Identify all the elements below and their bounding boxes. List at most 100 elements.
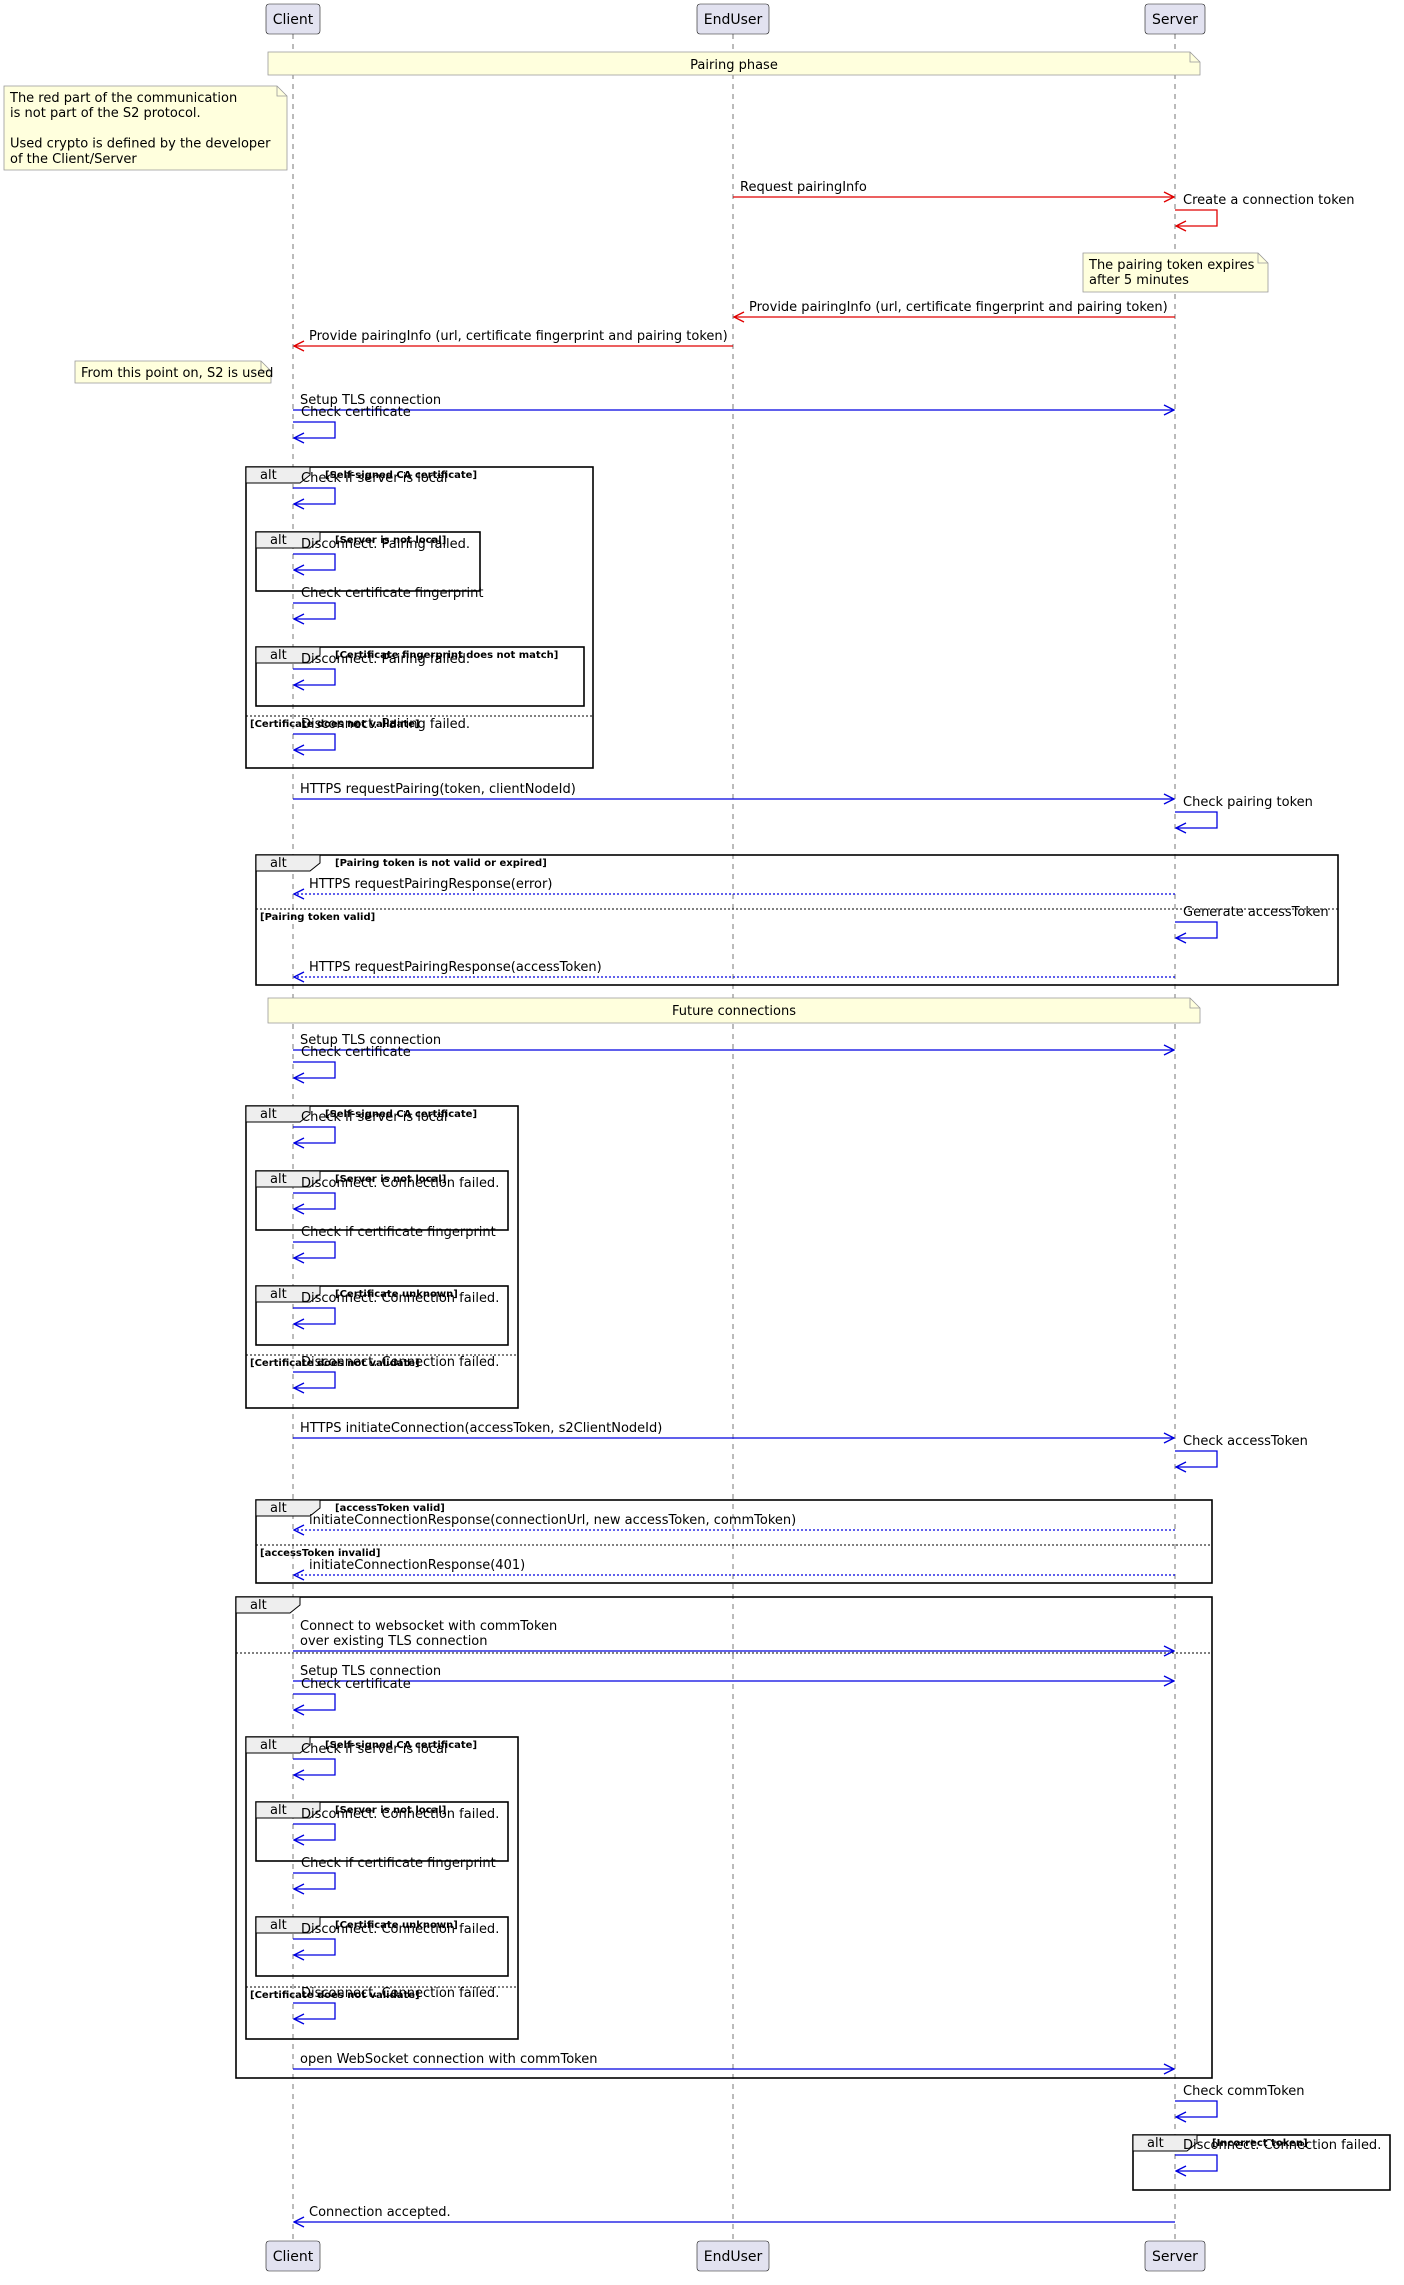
frame-guard: [Certificate fingerprint does not match] — [335, 650, 558, 661]
note-text: Used crypto is defined by the developer — [10, 137, 271, 152]
message-arrow — [293, 1823, 336, 1840]
message: Check certificate — [293, 1045, 411, 1078]
message-label: Check if server is local — [301, 1742, 448, 1757]
message-arrow — [293, 1371, 336, 1388]
message-label: HTTPS requestPairingResponse(accessToken… — [309, 960, 602, 975]
message-label: over existing TLS connection — [300, 1634, 488, 1649]
alt-frame: alt[Self-signed CA certificate][Certific… — [245, 1105, 519, 1409]
message-label: Connection accepted. — [309, 2205, 451, 2220]
note-fold — [1189, 998, 1200, 1009]
frame-tab — [255, 854, 321, 872]
message: Request pairingInfo — [733, 180, 1174, 197]
message-arrow — [293, 1241, 336, 1258]
note-text: after 5 minutes — [1089, 273, 1189, 288]
message: HTTPS requestPairingResponse(accessToken… — [294, 960, 1175, 977]
message: Disconnect. Connection failed. — [293, 1291, 499, 1324]
frame-keyword: alt — [270, 856, 287, 871]
frame-guard: [Certificate unknown] — [335, 1920, 458, 1931]
participant-label: Server — [1152, 12, 1198, 28]
message-label: Disconnect. Connection failed. — [301, 1807, 499, 1822]
message: HTTPS requestPairingResponse(error) — [294, 877, 1175, 894]
frame-keyword: alt — [270, 648, 287, 663]
message-arrow — [293, 2002, 336, 2019]
message: Generate accessToken — [1175, 905, 1329, 938]
participant-box — [265, 2240, 321, 2272]
message: Disconnect. Connection failed. — [293, 1922, 499, 1955]
message-label: Disconnect. Pairing failed. — [301, 717, 470, 732]
note-fold — [260, 361, 271, 372]
frame-keyword: alt — [260, 468, 277, 483]
participant-enduser-top: EndUser — [696, 3, 770, 35]
participant-box — [696, 3, 770, 35]
frame-guard: [Pairing token is not valid or expired] — [335, 858, 547, 869]
participant-box — [696, 2240, 770, 2272]
frame-tab — [255, 646, 321, 664]
frame-keyword: alt — [270, 1501, 287, 1516]
message-label: Disconnect. Connection failed. — [301, 1922, 499, 1937]
participant-client-bottom: Client — [265, 2240, 321, 2272]
alt-frame: alt[Self-signed CA certificate][Certific… — [245, 466, 594, 769]
frame-border — [255, 1499, 1213, 1584]
message-arrow — [293, 1693, 336, 1710]
message-label: Connect to websocket with commToken — [300, 1619, 557, 1634]
message: Create a connection token — [1175, 193, 1355, 226]
frame-border — [245, 1105, 519, 1409]
participant-box — [1144, 2240, 1206, 2272]
message-arrow — [1175, 921, 1218, 938]
message-arrow — [293, 1192, 336, 1209]
alt-frame: alt[Incorrect token] — [1132, 2134, 1391, 2191]
message-arrow — [293, 553, 336, 570]
message-arrow — [1175, 2154, 1218, 2171]
note-box — [74, 360, 272, 384]
alt-frame: alt [Server is not local] — [255, 1170, 509, 1231]
participant-enduser-bottom: EndUser — [696, 2240, 770, 2272]
note-text: The pairing token expires — [1088, 258, 1255, 273]
frame-guard: [Server is not local] — [335, 1805, 446, 1816]
message-label: initiateConnectionResponse(401) — [309, 1558, 525, 1573]
message-label: HTTPS requestPairingResponse(error) — [309, 877, 552, 892]
alt-frame: alt [Pairing token is not valid or expire… — [255, 854, 1339, 986]
message-arrow — [293, 668, 336, 685]
frame-guard: [Incorrect token] — [1212, 2138, 1308, 2149]
participant-box — [1144, 3, 1206, 35]
note: From this point on, S2 is used — [74, 360, 273, 384]
frame-tab — [245, 1736, 311, 1754]
message: Setup TLS connection — [293, 1664, 1174, 1681]
note-fold — [1257, 253, 1268, 264]
message: Check certificate — [293, 405, 411, 438]
frame-guard: [Server is not local] — [335, 1174, 446, 1185]
message-label: Generate accessToken — [1183, 905, 1329, 920]
participant-label: EndUser — [704, 2249, 763, 2265]
frame-guard: [Pairing token valid] — [260, 912, 375, 923]
message-arrow — [293, 1938, 336, 1955]
message-label: Disconnect. Connection failed. — [301, 1355, 499, 1370]
frames: alt[Self-signed CA certificate][Certific… — [235, 466, 1391, 2191]
participant-server-top: Server — [1144, 3, 1206, 35]
note-box — [1082, 252, 1269, 293]
alt-frame: alt[Certificate unknown] — [255, 1916, 509, 1977]
message-label: Request pairingInfo — [740, 180, 867, 195]
message: Check certificate fingerprint — [293, 586, 483, 619]
frame-keyword: alt — [270, 1172, 287, 1187]
message: Connection accepted. — [294, 2205, 1175, 2222]
frame-guard: [Certificate does not validate] — [250, 1358, 420, 1369]
frame-tab — [255, 1170, 321, 1188]
participant-client-top: Client — [265, 3, 321, 35]
alt-frame: alt [Certificate fingerprint does not mat… — [255, 646, 585, 707]
note-fold — [1189, 52, 1200, 63]
message: Check accessToken — [1175, 1434, 1308, 1467]
message: Disconnect. Connection failed. — [293, 1986, 499, 2019]
note-text: is not part of the S2 protocol. — [10, 106, 201, 121]
message-label: Provide pairingInfo (url, certificate fi… — [309, 329, 728, 344]
frame-border — [245, 1736, 519, 2040]
message: Setup TLS connection — [293, 393, 1174, 410]
message-label: Disconnect. Connection failed. — [301, 1176, 499, 1191]
frame-keyword: alt — [260, 1107, 277, 1122]
message-arrow — [1175, 2100, 1218, 2117]
note-box — [267, 51, 1201, 76]
message-label: Setup TLS connection — [300, 1664, 441, 1679]
message-label: Check if certificate fingerprint — [301, 1225, 496, 1240]
